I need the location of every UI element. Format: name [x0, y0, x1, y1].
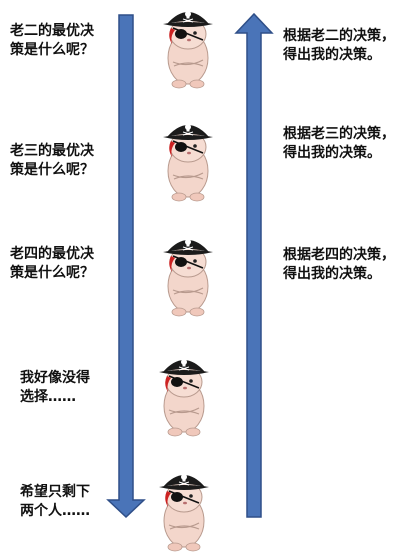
pirate-hamster-icon — [158, 473, 210, 552]
pirate-hamster-icon — [162, 123, 214, 202]
decision-laoer: 根据老二的决策， 得出我的决策。 — [283, 28, 395, 63]
pirate-hamster-icon — [158, 358, 210, 437]
decision-laosan: 根据老三的决策， 得出我的决策。 — [283, 126, 395, 161]
decision-laosi: 根据老四的决策， 得出我的决策。 — [283, 247, 395, 282]
up-arrow-icon — [234, 12, 274, 518]
statement-two-left: 希望只剩下 两个人…… — [20, 484, 90, 519]
pirate-hamster-icon — [162, 238, 214, 317]
question-laosi: 老四的最优决 策是什么呢？ — [10, 246, 94, 281]
down-arrow-icon — [106, 14, 146, 519]
statement-no-choice: 我好像没得 选择…… — [20, 370, 90, 405]
question-laoer: 老二的最优决 策是什么呢？ — [10, 23, 94, 58]
pirate-hamster-icon — [162, 10, 214, 89]
question-laosan: 老三的最优决 策是什么呢？ — [10, 143, 94, 178]
